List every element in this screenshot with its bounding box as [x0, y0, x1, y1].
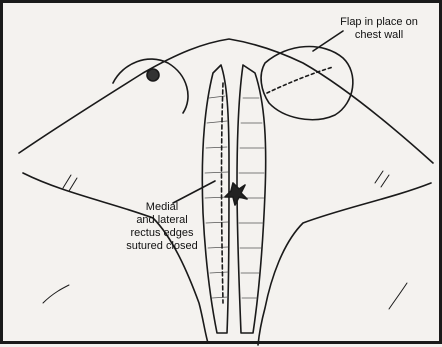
- left-rectus: [202, 65, 229, 333]
- left-nipple: [147, 69, 159, 81]
- flap-outline: [261, 47, 353, 120]
- rectus-edges-label: Medial and lateral rectus edges sutured …: [107, 201, 217, 253]
- right-rectus: [237, 65, 266, 333]
- flap-suture-line: [267, 67, 333, 93]
- flap-label: Flap in place on chest wall: [321, 16, 437, 42]
- rectus-pointer-line: [173, 181, 215, 203]
- tram-flap-illustration: [3, 3, 442, 347]
- medial-suture: [222, 83, 224, 303]
- torso-outline: [19, 39, 433, 163]
- left-breast: [113, 59, 188, 113]
- right-flank: [258, 183, 431, 345]
